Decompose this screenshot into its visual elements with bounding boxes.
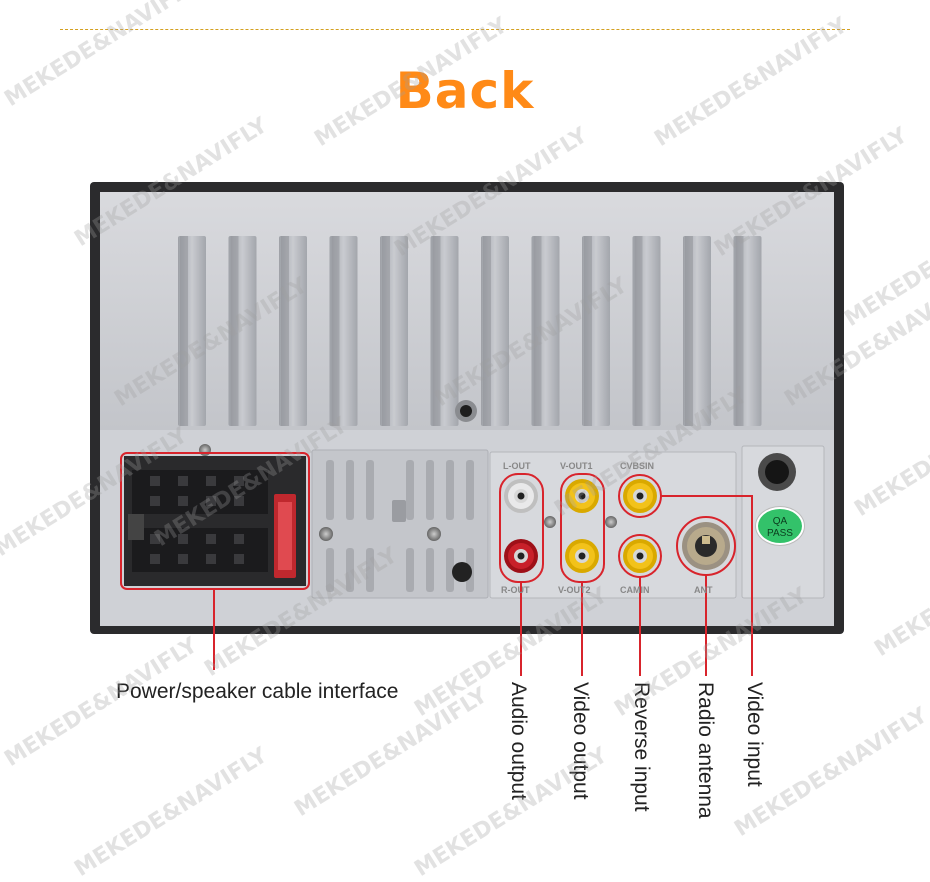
- rca-screw-right: [605, 516, 617, 528]
- callout-video-input: Video input: [743, 682, 766, 787]
- qa-pass-badge: QA PASS: [756, 507, 804, 545]
- pin: [206, 554, 216, 564]
- plate-screw-left: [319, 527, 333, 541]
- pin: [150, 496, 160, 506]
- page-title: Back: [395, 62, 535, 120]
- vent-slot: [426, 460, 434, 520]
- callout-power: Power/speaker cable interface: [116, 680, 399, 703]
- label-r-out: R-OUT: [501, 585, 530, 595]
- vent-slot: [426, 548, 434, 592]
- vent-slot: [446, 460, 454, 520]
- vent-slots: [326, 460, 474, 592]
- vent-slot: [406, 548, 414, 592]
- rca-screw-left: [544, 516, 556, 528]
- callout-lines: [120, 452, 753, 676]
- callout-audio-output: Audio output: [507, 682, 530, 800]
- label-v-out2: V-OUT2: [558, 585, 591, 595]
- top-dashed-divider: [60, 29, 850, 30]
- label-cvbsin: CVBSIN: [620, 461, 655, 471]
- pin: [206, 476, 216, 486]
- pin: [178, 476, 188, 486]
- pin: [234, 534, 244, 544]
- vent-slot: [346, 460, 354, 520]
- badge-line2: PASS: [767, 528, 793, 539]
- callout-radio-antenna: Radio antenna: [694, 682, 717, 819]
- label-v-out1: V-OUT1: [560, 461, 593, 471]
- vent-plate: [311, 449, 489, 599]
- pin: [178, 554, 188, 564]
- rca-jacks: [504, 479, 657, 573]
- vent-slot: [406, 460, 414, 520]
- vent-slot: [326, 548, 334, 592]
- callout-video-output: Video output: [569, 682, 592, 800]
- badge-line1: QA: [772, 516, 788, 527]
- vent-slot: [446, 548, 454, 592]
- device-back-diagram: [90, 182, 844, 676]
- pin: [206, 534, 216, 544]
- pin: [150, 554, 160, 564]
- heat-sink-fins: [178, 236, 762, 426]
- pin: [234, 496, 244, 506]
- label-ant: ANT: [694, 585, 713, 595]
- leader-video-in: [661, 495, 753, 676]
- pin: [178, 496, 188, 506]
- label-camin: CAMIN: [620, 585, 650, 595]
- connector-screw: [199, 444, 211, 456]
- plate-screw-right: [427, 527, 441, 541]
- jack-hole: [452, 562, 472, 582]
- vent-slot: [366, 460, 374, 520]
- vent-slot: [366, 548, 374, 592]
- pin: [206, 496, 216, 506]
- callout-reverse-input: Reverse input: [630, 682, 653, 812]
- pin: [150, 534, 160, 544]
- pin: [178, 534, 188, 544]
- connector-pins: [128, 470, 268, 572]
- pin: [150, 476, 160, 486]
- label-l-out: L-OUT: [503, 461, 531, 471]
- panel-top: [100, 192, 834, 430]
- pin: [234, 554, 244, 564]
- vent-slot: [346, 548, 354, 592]
- vent-slot: [466, 460, 474, 520]
- vent-slot: [326, 460, 334, 520]
- pin: [234, 476, 244, 486]
